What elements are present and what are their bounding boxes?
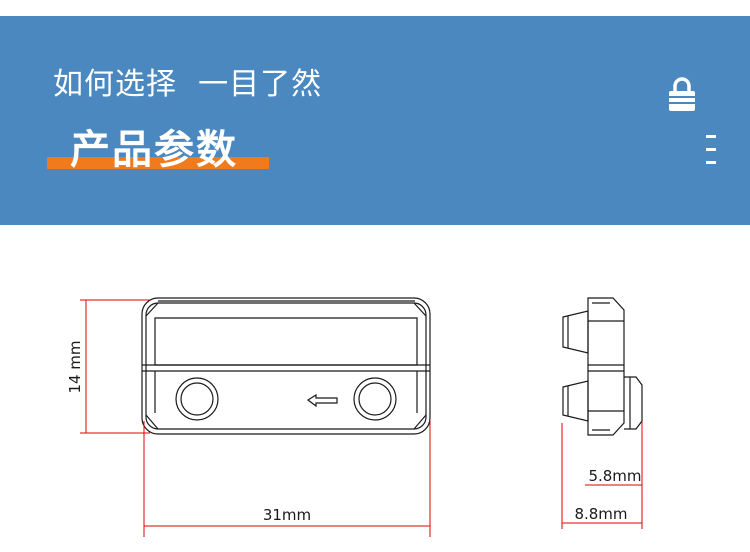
- page-subtitle: 如何选择 一目了然: [53, 67, 323, 102]
- front-view: [141, 297, 431, 435]
- length-dimension-label: 31mm: [263, 506, 311, 524]
- total-depth-dimension-label: 8.8mm: [574, 505, 627, 523]
- top-whitespace: [0, 0, 750, 16]
- header-banner: [0, 16, 750, 225]
- menu-icon[interactable]: [704, 134, 720, 166]
- lock-icon[interactable]: [666, 75, 698, 113]
- title-accent-bar: [47, 157, 269, 169]
- side-view: [562, 297, 643, 436]
- technical-drawing: 14 mm 31mm 5.8mm 8.8mm: [66, 297, 643, 537]
- dimension-lines: [80, 299, 643, 537]
- page-title: 产品参数: [70, 127, 238, 173]
- small-depth-dimension-label: 5.8mm: [588, 467, 641, 485]
- height-dimension-label: 14 mm: [66, 340, 84, 393]
